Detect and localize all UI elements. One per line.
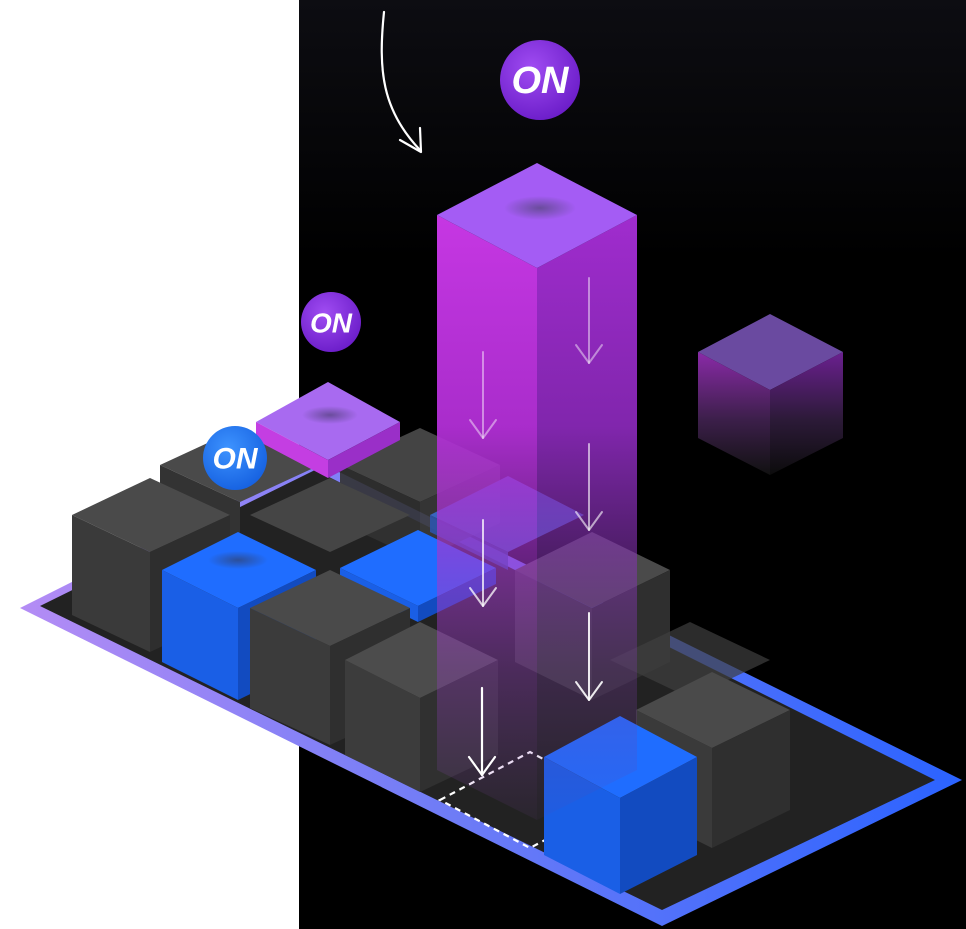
on-badge-purple-tile-label: ON <box>310 308 353 339</box>
tall-purple-column <box>437 163 637 820</box>
purple-tile-on <box>256 382 400 478</box>
down-arrow-icon <box>575 443 603 531</box>
on-badge-top-label: ON <box>512 60 571 102</box>
down-arrow-icon <box>469 351 497 439</box>
on-badge-purple-tile: ON <box>301 292 361 352</box>
on-badge-blue-tile: ON <box>203 426 267 490</box>
down-arrow-icon <box>469 519 497 607</box>
gray-cube <box>610 622 770 698</box>
on-badge-blue-tile-label: ON <box>213 443 259 476</box>
down-arrow-icon <box>575 612 603 701</box>
gray-cube <box>250 478 410 552</box>
on-badge-top: ON <box>500 40 580 120</box>
down-arrow-icon <box>467 686 497 777</box>
floating-purple-cube <box>698 314 843 475</box>
down-arrow-icon <box>575 277 603 364</box>
curved-arrow-icon <box>380 10 423 154</box>
